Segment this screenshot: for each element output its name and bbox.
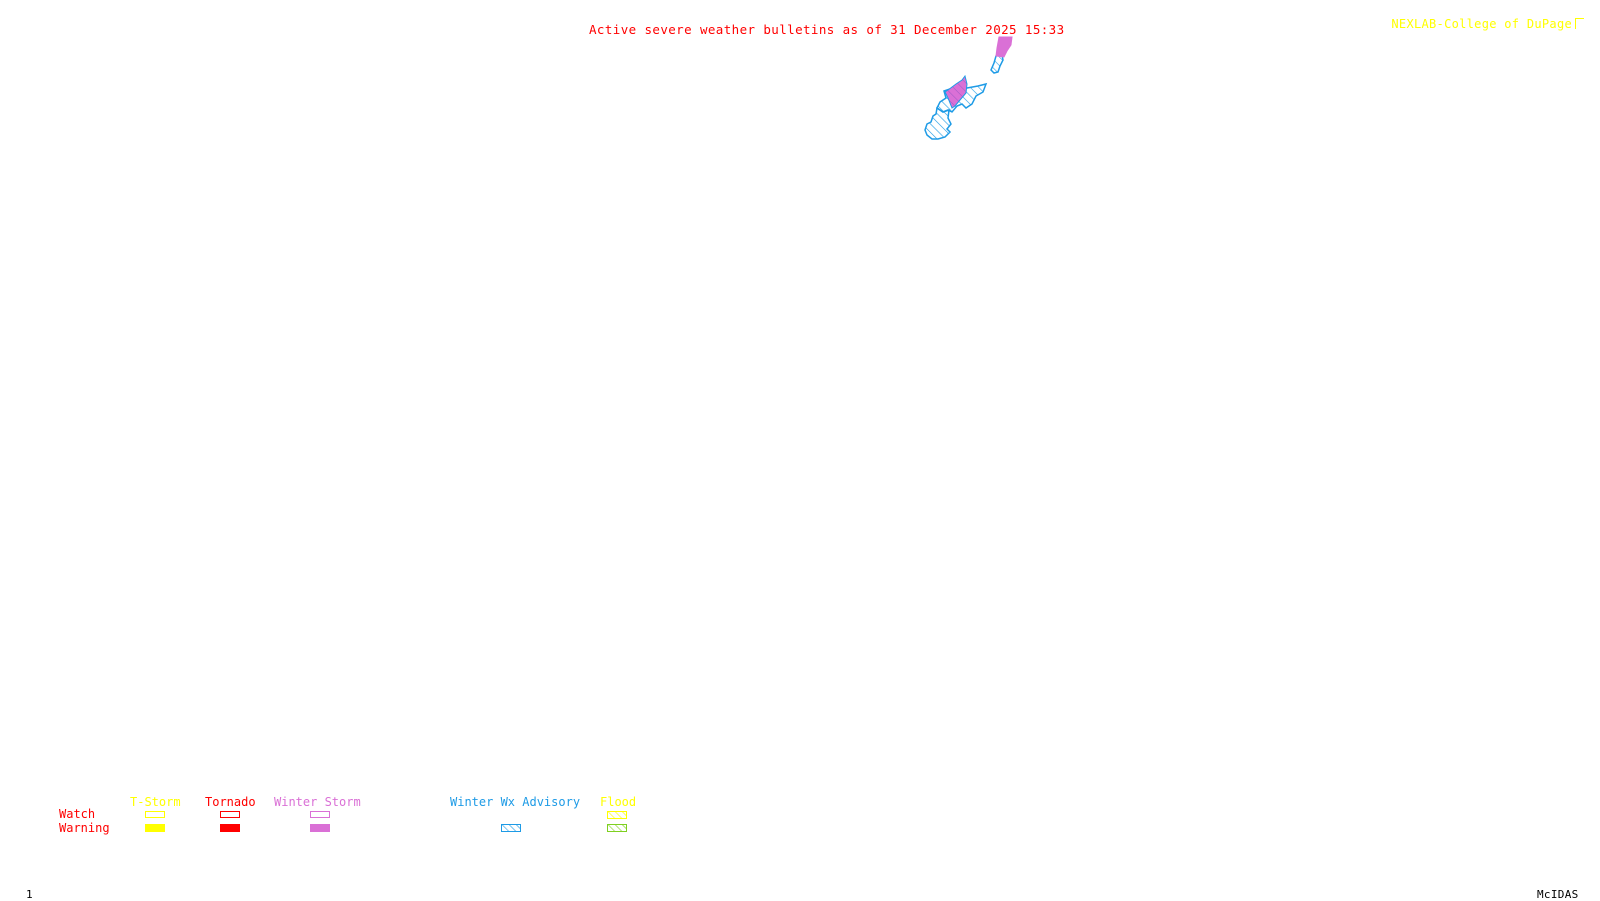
legend-winter-storm-label: Winter Storm: [274, 795, 361, 809]
legend-winter-advisory-swatch: [501, 824, 521, 832]
legend-tstorm-warning-swatch: [145, 824, 165, 832]
legend-winter-storm-watch-swatch: [310, 811, 330, 818]
legend-tstorm-watch-swatch: [145, 811, 165, 818]
software-label: McIDAS: [1537, 888, 1579, 901]
legend-winter-advisory-label: Winter Wx Advisory: [450, 795, 581, 809]
credit-text: NEXLAB-College of DuPage: [1391, 17, 1572, 31]
winter-storm-warning-area-north[interactable]: [995, 36, 1013, 58]
legend-tornado-watch-swatch: [220, 811, 240, 818]
map-title: Active severe weather bulletins as of 31…: [589, 22, 1065, 37]
credit-label: NEXLAB-College of DuPage: [1376, 5, 1584, 30]
legend-flood-watch-swatch: [607, 811, 627, 819]
legend-tornado-warning-swatch: [220, 824, 240, 832]
winter-storm-warning-area-main[interactable]: [944, 74, 968, 109]
legend-winter-storm-warning-swatch: [310, 824, 330, 832]
legend-watch-label: Watch: [59, 807, 96, 821]
legend-flood-label: Flood: [600, 795, 637, 809]
winter-advisory-area-main[interactable]: [924, 106, 952, 140]
legend-warning-label: Warning: [59, 821, 110, 835]
frame-number: 1: [26, 888, 33, 901]
legend-flood-warning-swatch: [607, 824, 627, 832]
winter-advisory-area-north[interactable]: [990, 54, 1004, 74]
legend-tornado-label: Tornado: [205, 795, 256, 809]
cod-logo-icon: [1575, 18, 1584, 29]
legend-tstorm-label: T-Storm: [130, 795, 181, 809]
